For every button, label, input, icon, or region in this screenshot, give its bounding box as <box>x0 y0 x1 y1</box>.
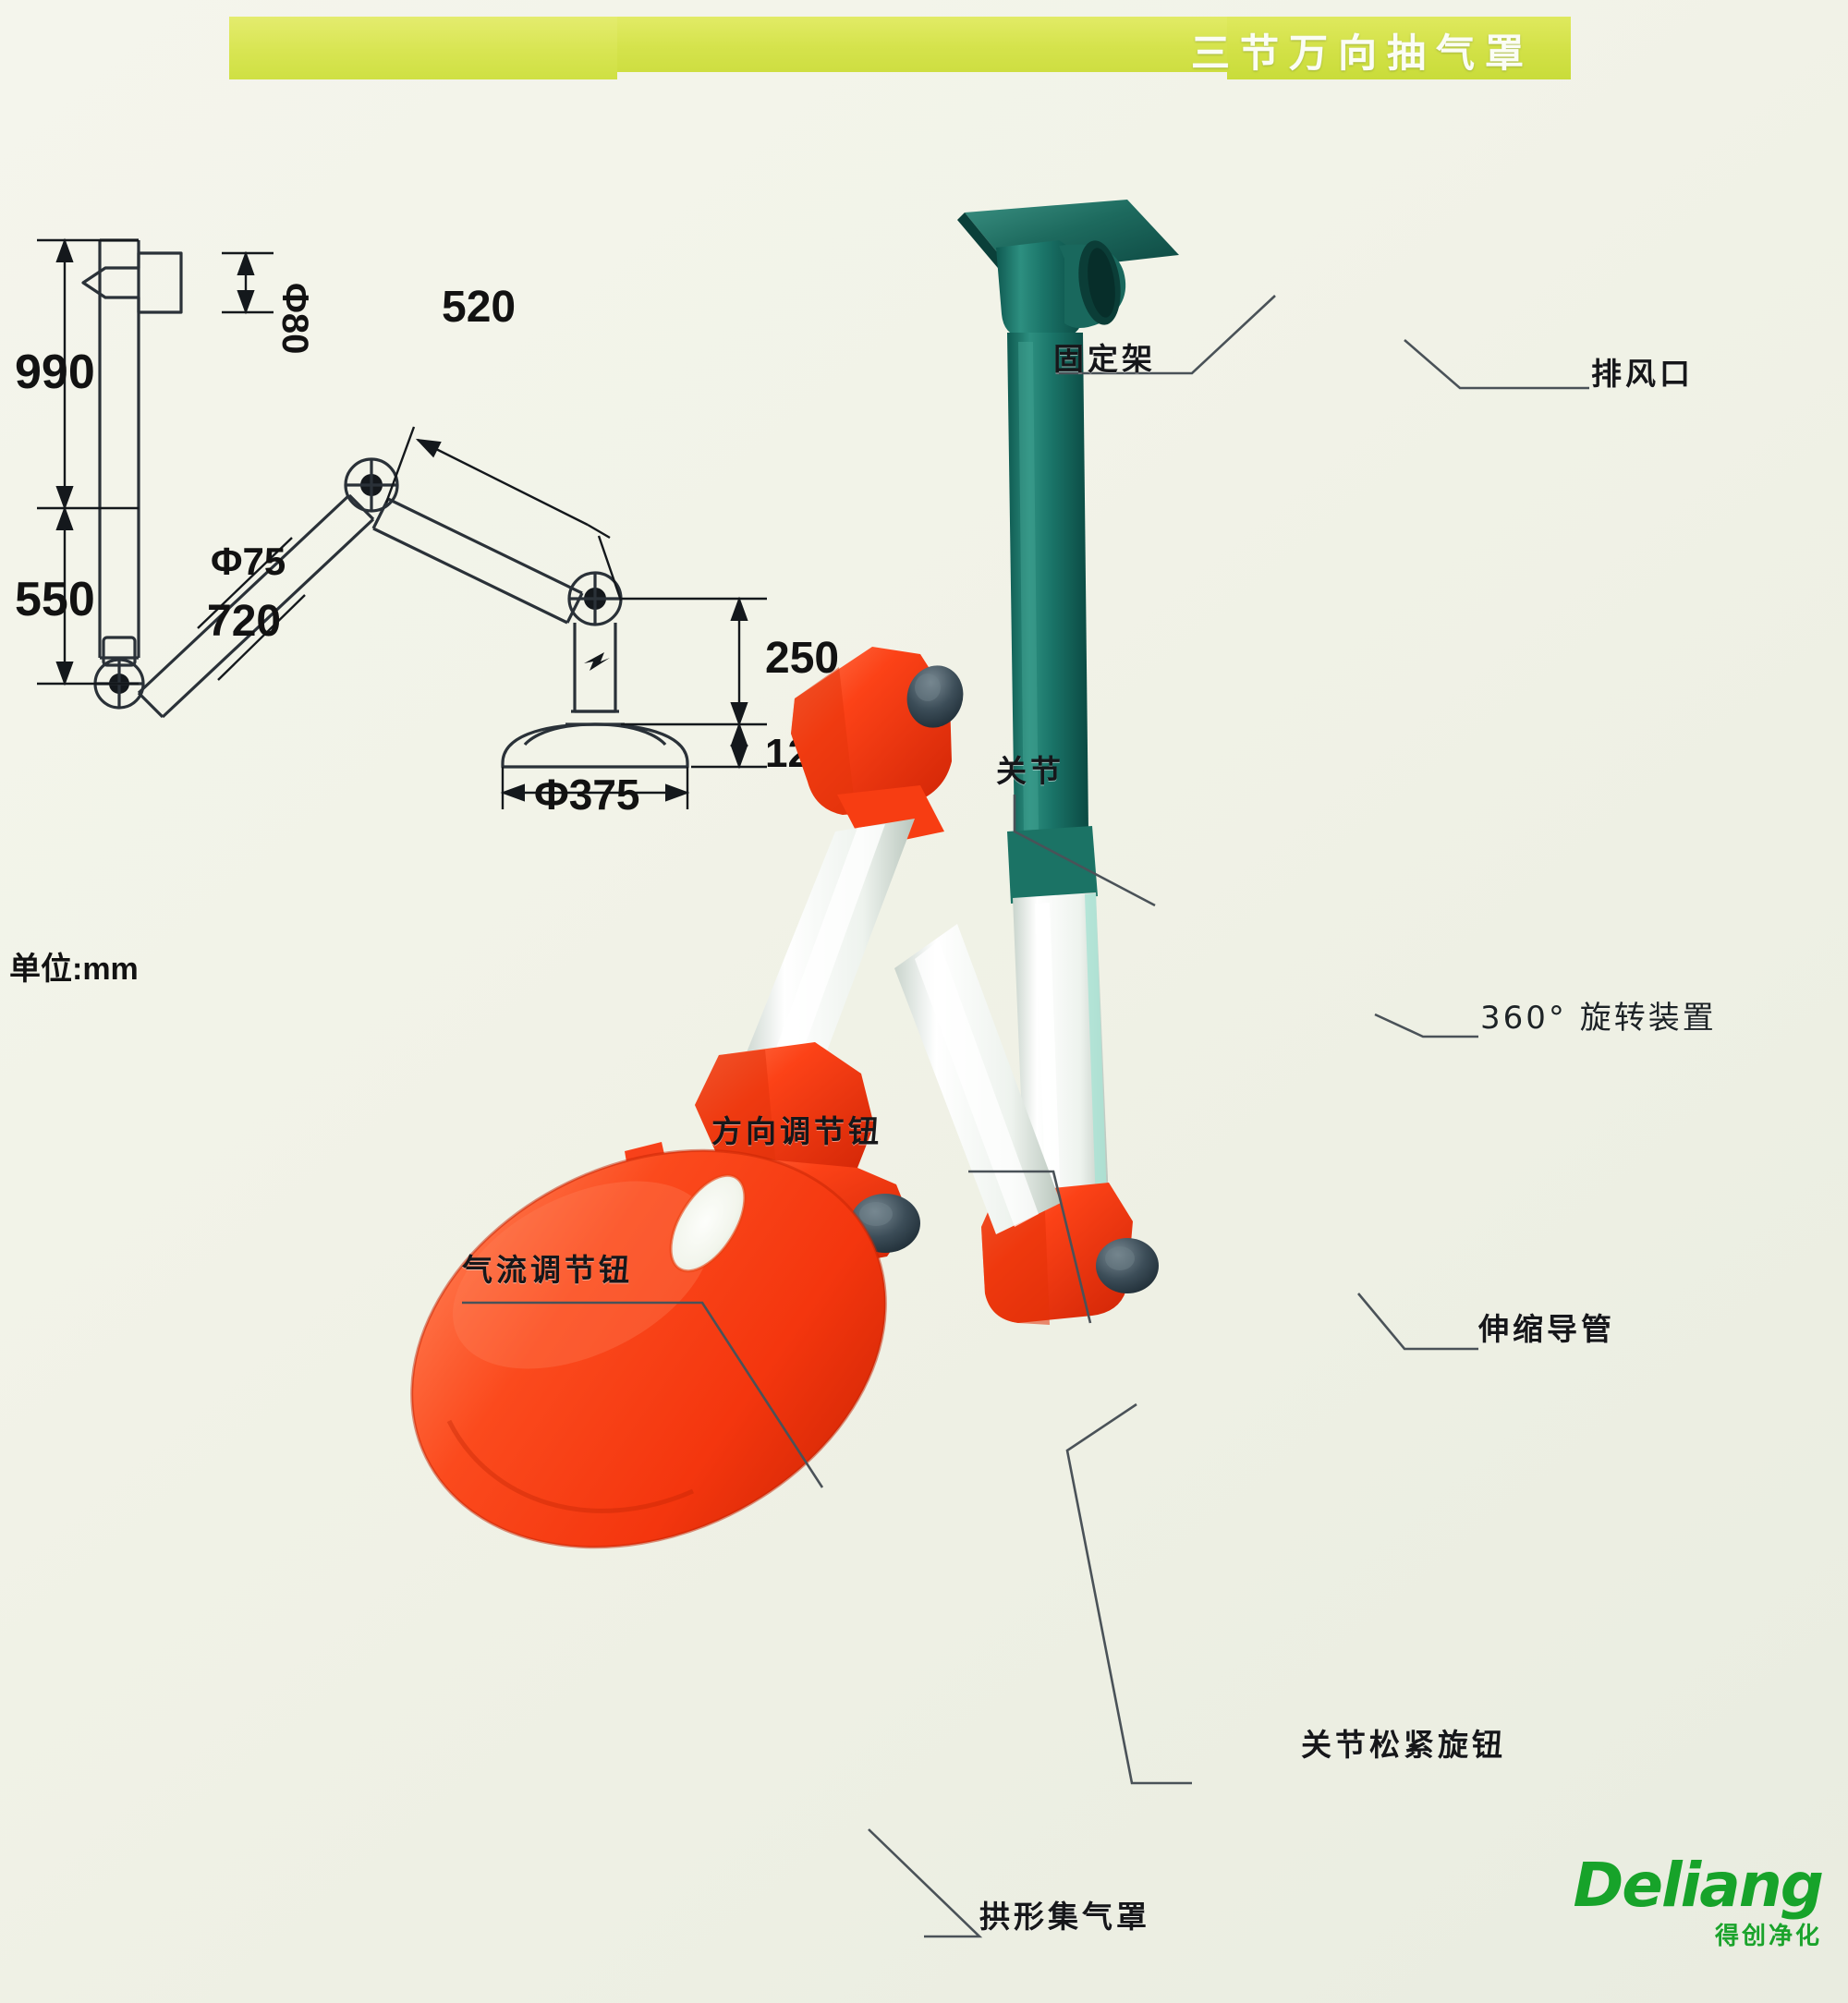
banner-segment-middle <box>617 17 1227 72</box>
callout-arched-hood: 拱形集气罩 <box>979 1899 1150 1935</box>
arched-collecting-hood <box>410 1148 887 1549</box>
callout-telescopic-duct: 伸缩导管 <box>1478 1311 1615 1347</box>
dimension-550: 550 <box>15 573 95 626</box>
title-banner: 三节万向抽气罩 <box>229 17 1571 79</box>
logo-subtitle: 得创净化 <box>1714 1922 1822 1950</box>
dimension-250: 250 <box>765 634 839 683</box>
product-photo <box>397 194 1848 1949</box>
callout-joint-lock-knob: 关节松紧旋钮 <box>1301 1727 1506 1763</box>
callout-joint: 关节 <box>996 753 1064 789</box>
telescopic-duct-upper <box>1007 333 1098 904</box>
airflow-arrow-icon <box>584 652 610 671</box>
brand-logo: Deliang 得创净化 <box>1545 1850 1824 1986</box>
exhaust-outlet-elbow <box>996 240 1126 338</box>
dimension-lines <box>37 237 767 809</box>
callout-airflow-knob: 气流调节钮 <box>462 1252 633 1288</box>
banner-segment-left <box>229 17 617 79</box>
telescopic-duct-lower <box>1013 892 1109 1208</box>
arm-segment-upper <box>894 924 1061 1234</box>
callout-rotation-device: 360° 旋转装置 <box>1480 1000 1717 1037</box>
dimension-720: 720 <box>207 597 281 646</box>
callout-exhaust-outlet: 排风口 <box>1591 356 1694 392</box>
dimension-990: 990 <box>15 346 95 399</box>
dimension-phi75: Φ75 <box>211 540 286 583</box>
dimension-520: 520 <box>442 283 516 332</box>
joint-knob-upper <box>906 665 964 728</box>
dimension-phi80: Φ80 <box>274 283 315 354</box>
callout-direction-knob: 方向调节钮 <box>711 1113 882 1149</box>
dimension-phi375: Φ375 <box>534 771 640 819</box>
page-title: 三节万向抽气罩 <box>1190 30 1534 76</box>
callout-fixing-bracket: 固定架 <box>1053 341 1156 377</box>
arm-segment-lower <box>741 819 915 1083</box>
logo-wordmark: Deliang <box>1573 1850 1824 1921</box>
banner-segment-right <box>1227 17 1571 79</box>
joint-head-upper <box>791 647 964 848</box>
unit-note: 单位:mm <box>9 952 139 987</box>
